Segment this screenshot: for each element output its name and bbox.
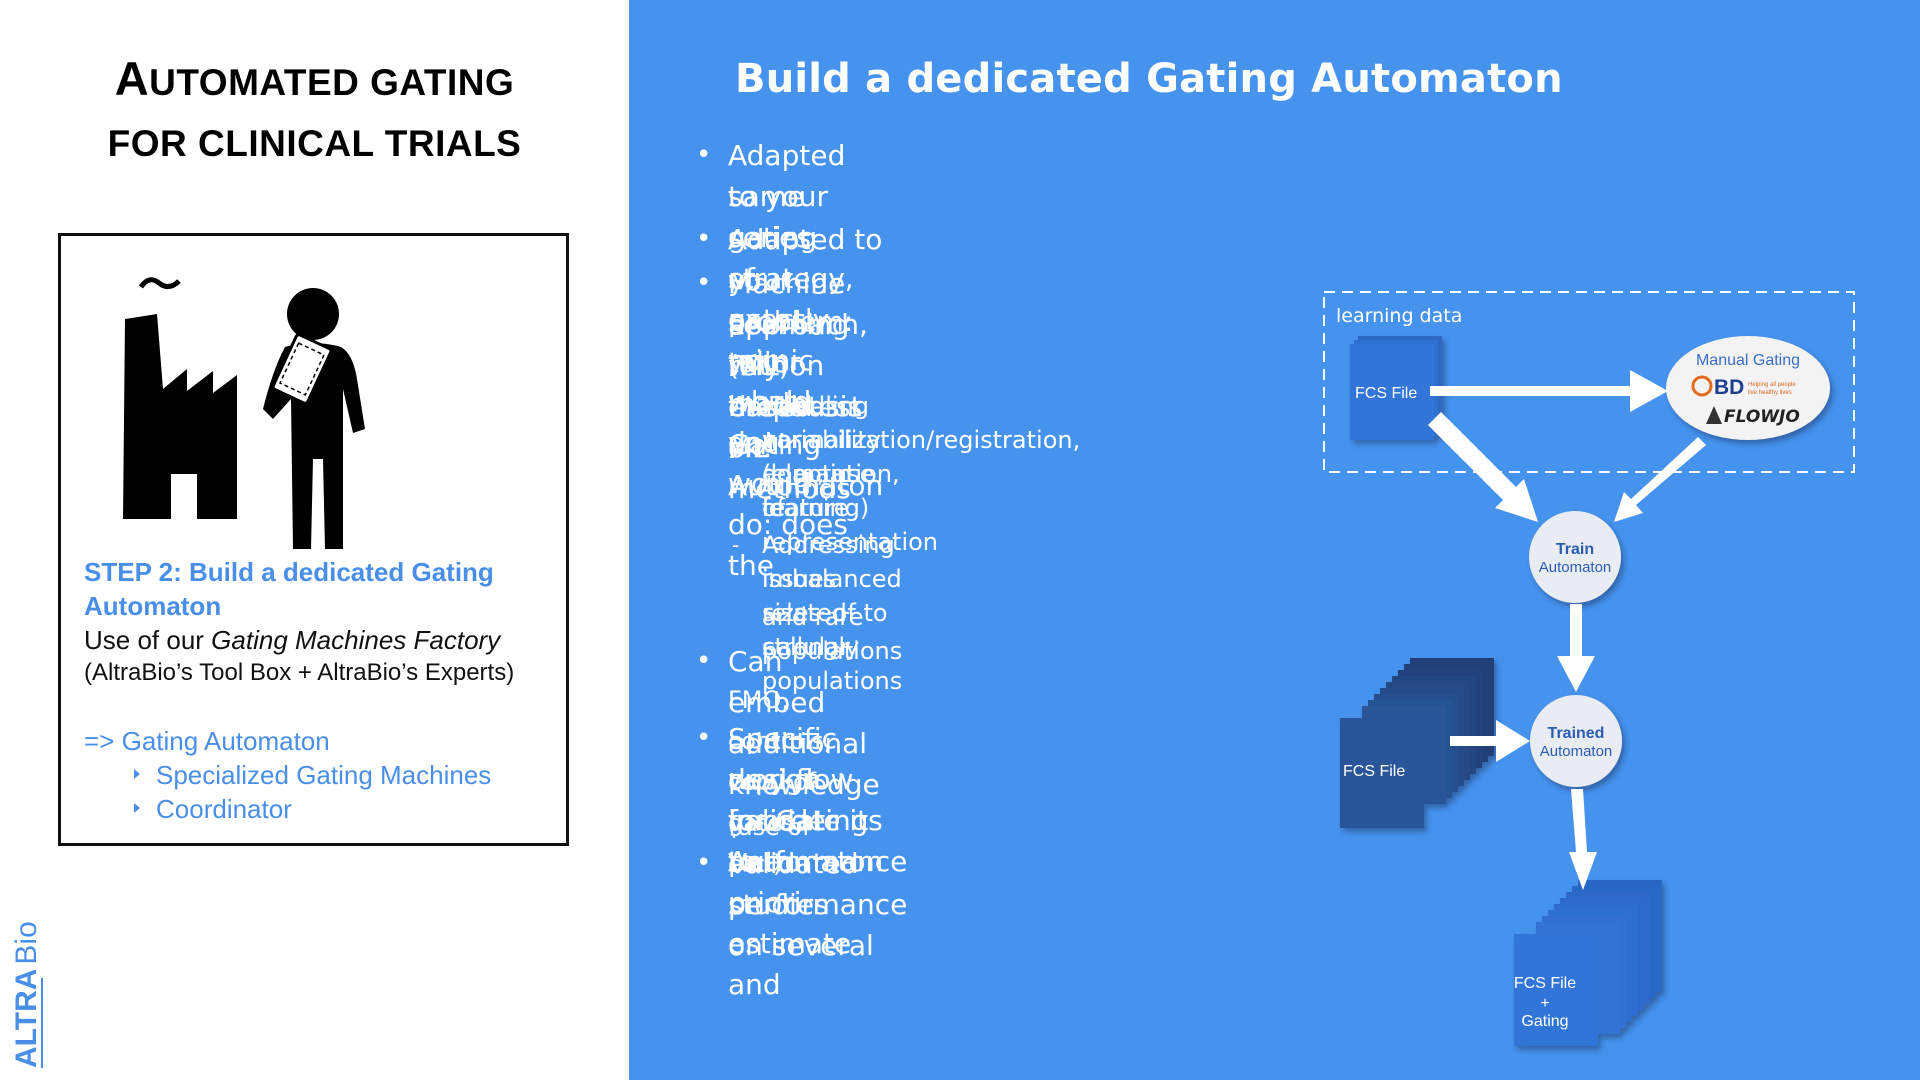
altrabio-logo: ALTRA Bio xyxy=(10,921,43,1068)
step-title: STEP 2: Build a dedicated Gating Automat… xyxy=(84,557,494,621)
logo-bio: Bio xyxy=(10,921,43,964)
flowjo-logo: FLOWJO xyxy=(1724,407,1800,427)
triangle-bullet-icon xyxy=(134,803,140,813)
slide-title: AUTOMATED GATING FOR CLINICAL TRIALS xyxy=(0,48,629,174)
bd-tagline-2: live healthy lives xyxy=(1748,390,1792,396)
workflow-diagram: learning data FCS File Manual Gating BD … xyxy=(1323,291,1855,1046)
logo-altra: ALTRA xyxy=(10,969,43,1068)
manual-gating-node xyxy=(1666,336,1830,440)
bullet-item: •Validated performance on several xyxy=(696,847,908,962)
bd-logo: BD xyxy=(1714,376,1744,399)
bullet-text: Machine Learning (ML) based xyxy=(728,267,850,423)
trained-automaton-node xyxy=(1530,695,1622,787)
fcs-file-label-2: FCS File xyxy=(1343,763,1405,780)
title-cap: A xyxy=(114,52,150,105)
sub-bullet-continuation: normalization/registration, domain xyxy=(762,426,1081,488)
arrow-fcs-to-manual xyxy=(1430,370,1668,412)
flowjo-logo-icon xyxy=(1706,406,1722,424)
fcs-file-label: FCS File xyxy=(1355,385,1417,402)
use-prefix: Use of our xyxy=(84,625,212,655)
arrow-trained-to-output xyxy=(1569,789,1597,890)
main-title: Build a dedicated Gating Automaton xyxy=(735,56,1563,102)
bullet-text: Validated performance on several xyxy=(728,847,908,962)
bd-logo-icon xyxy=(1691,375,1713,397)
title-line1: UTOMATED GATING xyxy=(149,62,515,103)
bullet-text: Adapted to your problem: tailor made Gat… xyxy=(728,223,884,502)
factory-worker-icon xyxy=(123,277,365,549)
output-label-2: + xyxy=(1540,995,1549,1012)
bullet-continuation: studies xyxy=(728,888,829,921)
bullet-item: •Adapted to your problem: tailor made Ga… xyxy=(696,223,884,502)
sub-bullet-continuation: adaptation, feature representation xyxy=(762,460,939,556)
arrow-train-to-trained xyxy=(1557,604,1595,692)
left-panel: AUTOMATED GATING FOR CLINICAL TRIALS STE… xyxy=(0,0,629,1080)
output-label-3: Gating xyxy=(1521,1013,1568,1030)
title-line2: FOR CLINICAL TRIALS xyxy=(107,123,522,164)
bullet-continuation: design in order to a priori estimate and xyxy=(728,763,852,1001)
train-automaton-label: Automaton xyxy=(1539,559,1612,576)
bullet-item: •Can embed additional knowledge (use of xyxy=(696,645,880,841)
fcs-file-stack xyxy=(1350,336,1442,440)
sub-bullet-continuation: imbalanced sizes of cellular populations xyxy=(762,565,903,695)
bullet-item: •Adapted to your gating strategy, exactl… xyxy=(696,139,854,582)
sub-bullet-text: Addressing issues related to strongly xyxy=(762,531,895,661)
output-label-1: FCS File xyxy=(1514,975,1576,992)
sub-bullet-item: -Handling variability (e.g., use of xyxy=(732,392,882,522)
bd-tagline-1: Helping all people xyxy=(1748,382,1796,388)
right-panel xyxy=(629,0,1920,1080)
train-automaton-node xyxy=(1529,511,1621,603)
bullet-item: •Specific workflow for Gating Automaton xyxy=(696,722,884,878)
automaton-list: => Gating Automaton Specialized Gating M… xyxy=(84,724,491,826)
bullet-text: Can embed additional knowledge xyxy=(728,645,880,801)
bullet-text: Specific workflow for Gating Automaton xyxy=(728,722,884,878)
bullet-continuation: with emphasis on: xyxy=(728,349,863,464)
trained-automaton-label: Automaton xyxy=(1540,743,1613,760)
fcs-gating-stack xyxy=(1514,880,1662,1046)
learning-data-label: learning data xyxy=(1336,305,1462,327)
bullet-continuation: approach, rely on the latest ML methods xyxy=(728,308,868,505)
svg-text:ALTRABio: ALTRA Bio xyxy=(10,921,43,1068)
bullet-small-text: (use of xyxy=(728,813,811,841)
sub-bullet-continuation: and rare populations xyxy=(762,603,903,665)
list-head: => Gating Automaton xyxy=(84,726,330,756)
sub-bullet-item: -Addressing issues related to strongly xyxy=(732,531,895,661)
bullet-continuation: same series of gates you would do! xyxy=(728,180,812,459)
bullet-continuation: validate its performance xyxy=(728,804,908,878)
step-paren: (AltraBio’s Tool Box + AltraBio’s Expert… xyxy=(84,659,515,686)
list-item-label: Coordinator xyxy=(156,794,292,824)
triangle-bullet-icon xyxy=(134,769,140,779)
trained-label: Trained xyxy=(1548,725,1605,742)
bullet-item: •Machine Learning (ML) based xyxy=(696,267,850,423)
step-use: Use of our Gating Machines Factory xyxy=(84,623,500,657)
bullet-continuation: FMO, controls, copy of gates, etc.) xyxy=(728,686,832,878)
learning-data-box xyxy=(1323,291,1855,473)
manual-gating-label: Manual Gating xyxy=(1696,352,1800,369)
list-item: Coordinator xyxy=(84,792,491,826)
sub-bullet-continuation: learning) xyxy=(762,494,870,522)
step-card: STEP 2: Build a dedicated Gating Automat… xyxy=(58,233,569,846)
train-label: Train xyxy=(1556,541,1594,558)
use-italic: Gating Machines Factory xyxy=(211,625,501,655)
list-item-label: Specialized Gating Machines xyxy=(156,760,492,790)
arrow-fcs-to-train xyxy=(1428,412,1538,522)
arrow-manual-to-train xyxy=(1614,437,1706,522)
list-item: Specialized Gating Machines xyxy=(84,758,491,792)
arrow-fcs2-to-trained xyxy=(1450,720,1530,762)
bullet-text: Adapted to your gating strategy, exactly… xyxy=(728,139,854,582)
sub-bullet-text: Handling variability (e.g., use of xyxy=(762,392,882,522)
